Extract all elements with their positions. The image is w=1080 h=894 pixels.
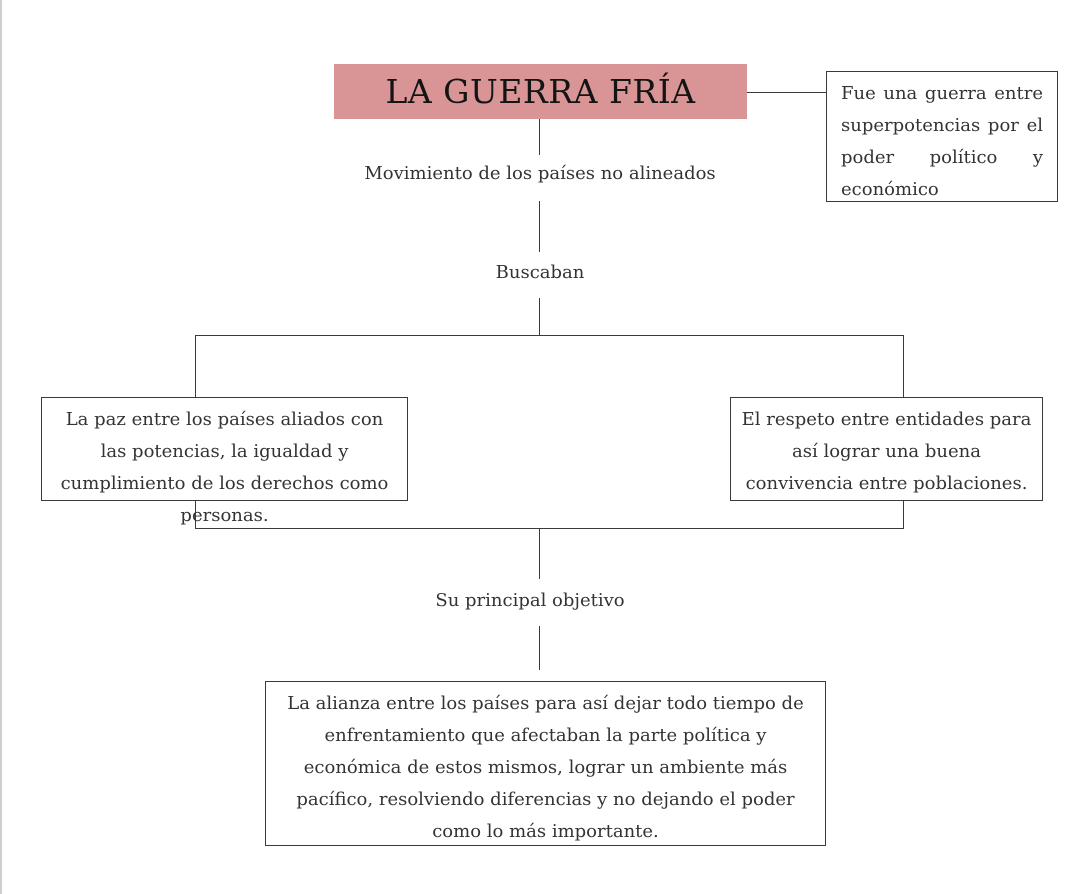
diagram-title: LA GUERRA FRÍA (334, 64, 747, 119)
connector-merge-right-up (903, 501, 904, 529)
connector-title-to-label1 (539, 119, 540, 155)
connector-label3-to-conclusion (539, 626, 540, 670)
connector-merge-horizontal (195, 528, 904, 529)
label-buscaban: Buscaban (460, 262, 620, 283)
side-note-box: Fue una guerra entre superpotencias por … (826, 71, 1058, 202)
label-principal-objective: Su principal objetivo (400, 590, 660, 611)
page-left-border (0, 0, 2, 894)
right-branch-box: El respeto entre entidades para así logr… (730, 397, 1043, 501)
connector-merge-left-up (195, 501, 196, 529)
connector-split-horizontal (195, 335, 904, 336)
label-non-aligned-movement: Movimiento de los países no alineados (340, 163, 740, 184)
left-branch-box: La paz entre los países aliados con las … (41, 397, 408, 526)
connector-title-to-note (747, 92, 826, 93)
connector-label2-to-split (539, 298, 540, 335)
connector-split-left-down (195, 335, 196, 397)
connector-label1-to-label2 (539, 201, 540, 252)
connector-split-right-down (903, 335, 904, 397)
connector-merge-to-label3 (539, 528, 540, 579)
conclusion-box: La alianza entre los países para así dej… (265, 681, 826, 846)
